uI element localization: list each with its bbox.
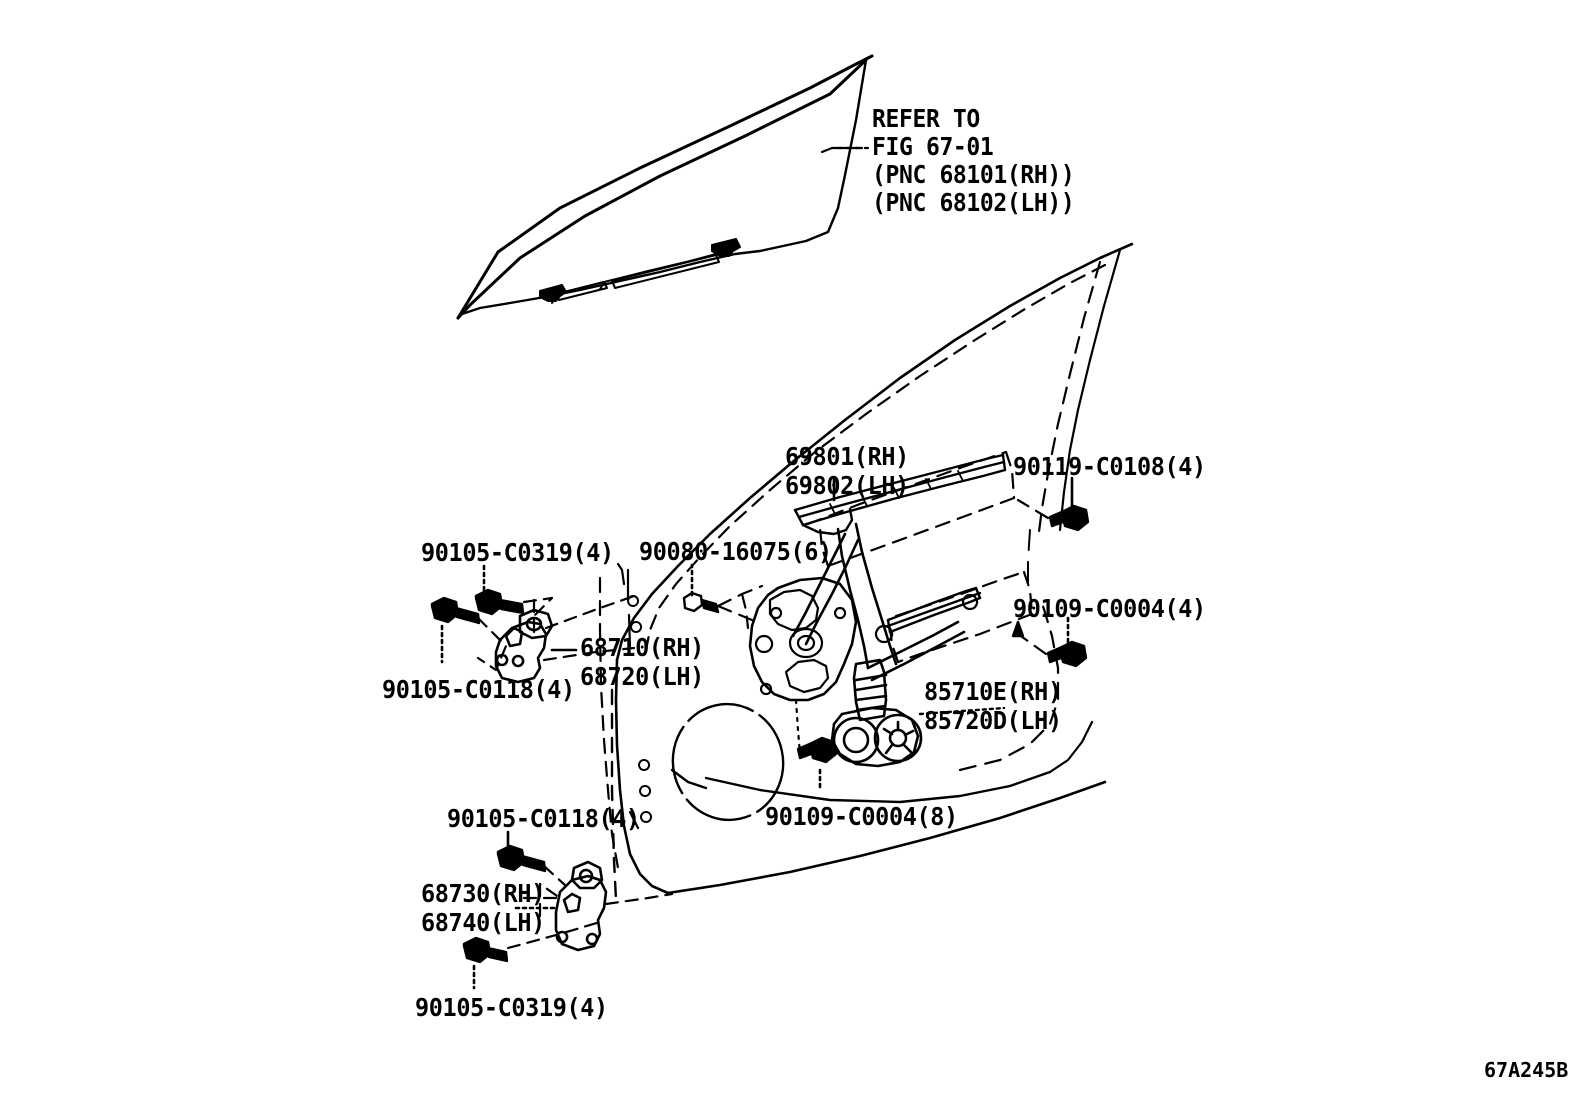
rear-sash-lines [1058,248,1122,532]
regulator-base-attach-dashed [716,584,764,630]
flange-holes [627,595,653,823]
callout-bolt-90105-c0118-lower: 90105-C0118(4) [447,804,640,833]
bolt-90105-C0118-upper-glyph [430,596,481,625]
door-rear-dashed [958,604,1060,772]
dashed-90105-C0118-upper [476,616,508,672]
window-opening-dashed [644,263,1107,652]
callout-nut-90080-16075: 90080-16075(6) [639,537,832,566]
front-flange-dashed [598,576,620,870]
leader-bolt-90109-right-dash [1016,632,1048,656]
callout-bolt-90119-c0108: 90119-C0108(4) [1013,452,1206,481]
door-inner-panel-rear [1048,720,1094,774]
regulator-rail-end [801,507,854,536]
bolt-90105-C0118-lower-glyph [496,844,547,873]
dashed-90105-C0118-lower [542,864,568,888]
window-motor-assembly [830,658,923,768]
door-glass-body [456,58,868,320]
callout-bolt-90105-c0319-lower: 90105-C0319(4) [415,993,608,1022]
callout-refer-to-glass: REFER TO FIG 67-01 (PNC 68101(RH)) (PNC … [872,104,1075,217]
door-panel-outline [614,242,1134,895]
regulator-main-arm [836,522,898,670]
door-glass-outline [456,54,874,320]
door-inner-lower-edge [670,768,1052,804]
flange-inner-line [616,562,640,830]
callout-bolt-90105-c0319-upper: 90105-C0319(4) [421,538,614,567]
rear-sash-dash2 [1027,529,1031,591]
bolt-90109-right-glyph [1046,640,1088,668]
glass-mount-lug-left [539,284,567,302]
hinge-alignment-dashed [610,688,618,902]
lower-hinge-dashed-upper [522,882,562,922]
regulator-attach-dashed [806,450,1016,568]
regulator-base-detail [755,588,847,696]
callout-hinge-upper: 68710(RH) 68720(LH) [580,633,704,691]
regulator-lower-rail [886,586,982,634]
callout-motor-assy: 85710E(RH) 85720D(LH) [924,677,1062,735]
dashed-90105-C0319-lower [506,920,602,950]
regulator-lower-arm [866,620,966,682]
lower-hinge-body [554,860,608,952]
leader-bolt-90119-dash [1016,498,1050,520]
upper-hinge-dashed [542,592,642,662]
regulator-lower-attach-dashed [888,570,1034,664]
regulator-rail-slots [829,470,964,515]
callout-bolt-90109-c0004-8: 90109-C0004(8) [765,802,958,831]
callout-hinge-lower: 68730(RH) 68740(LH) [421,879,545,937]
callout-bolt-90105-c0118-upper: 90105-C0118(4) [382,675,575,704]
callout-regulator-sub-assy: 69801(RH) 69802(LH) [785,442,909,500]
speaker-hole [671,702,785,822]
upper-hinge-body [494,608,554,684]
leader-motor [918,706,1006,716]
arrow-90109-right [1011,620,1025,638]
figure-code-label: 67A245B [1484,1058,1569,1082]
bolt-90105-C0319-upper-glyph [474,588,525,616]
nut-90080-glyph [682,591,720,614]
lower-hinge-dashed-to-panel [604,892,674,906]
glass-mount-lug-right [711,238,741,257]
bolt-90105-C0319-lower-glyph [462,936,509,964]
bolt-90119-glyph [1048,504,1090,532]
rear-sash-dash [1036,260,1102,542]
regulator-base-plate [748,576,858,702]
bolt-90109-bottom-glyph [796,736,838,764]
motor-attach-dashed [794,698,802,756]
callout-bolt-90109-c0004-4: 90109-C0004(4) [1013,594,1206,623]
front-flange-solid [626,568,632,650]
